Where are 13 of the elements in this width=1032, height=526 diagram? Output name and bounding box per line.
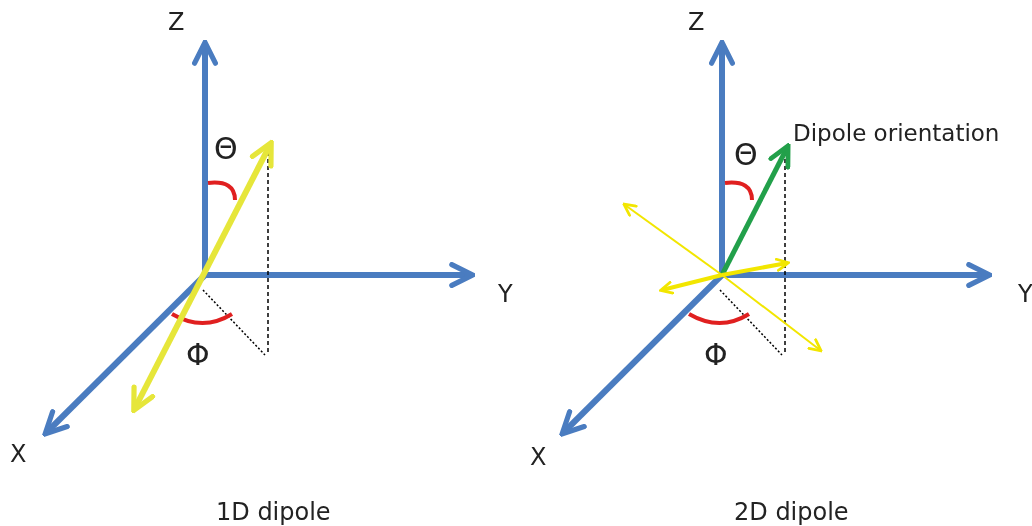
angle-label: Θ [214,134,238,164]
axis-label: Y [498,282,513,306]
axis-label: X [530,445,547,469]
angle-label: Θ [734,140,758,170]
angle-label: Φ [186,340,210,370]
angle-label: Φ [704,340,728,370]
axis-label: Z [168,10,185,34]
caption: 1D dipole [216,500,331,524]
axis-label: Y [1018,282,1032,306]
axis-label: Z [688,10,705,34]
annotation-text: Dipole orientation [793,122,1000,145]
axis-label: X [10,442,27,466]
caption: 2D dipole [734,500,849,524]
